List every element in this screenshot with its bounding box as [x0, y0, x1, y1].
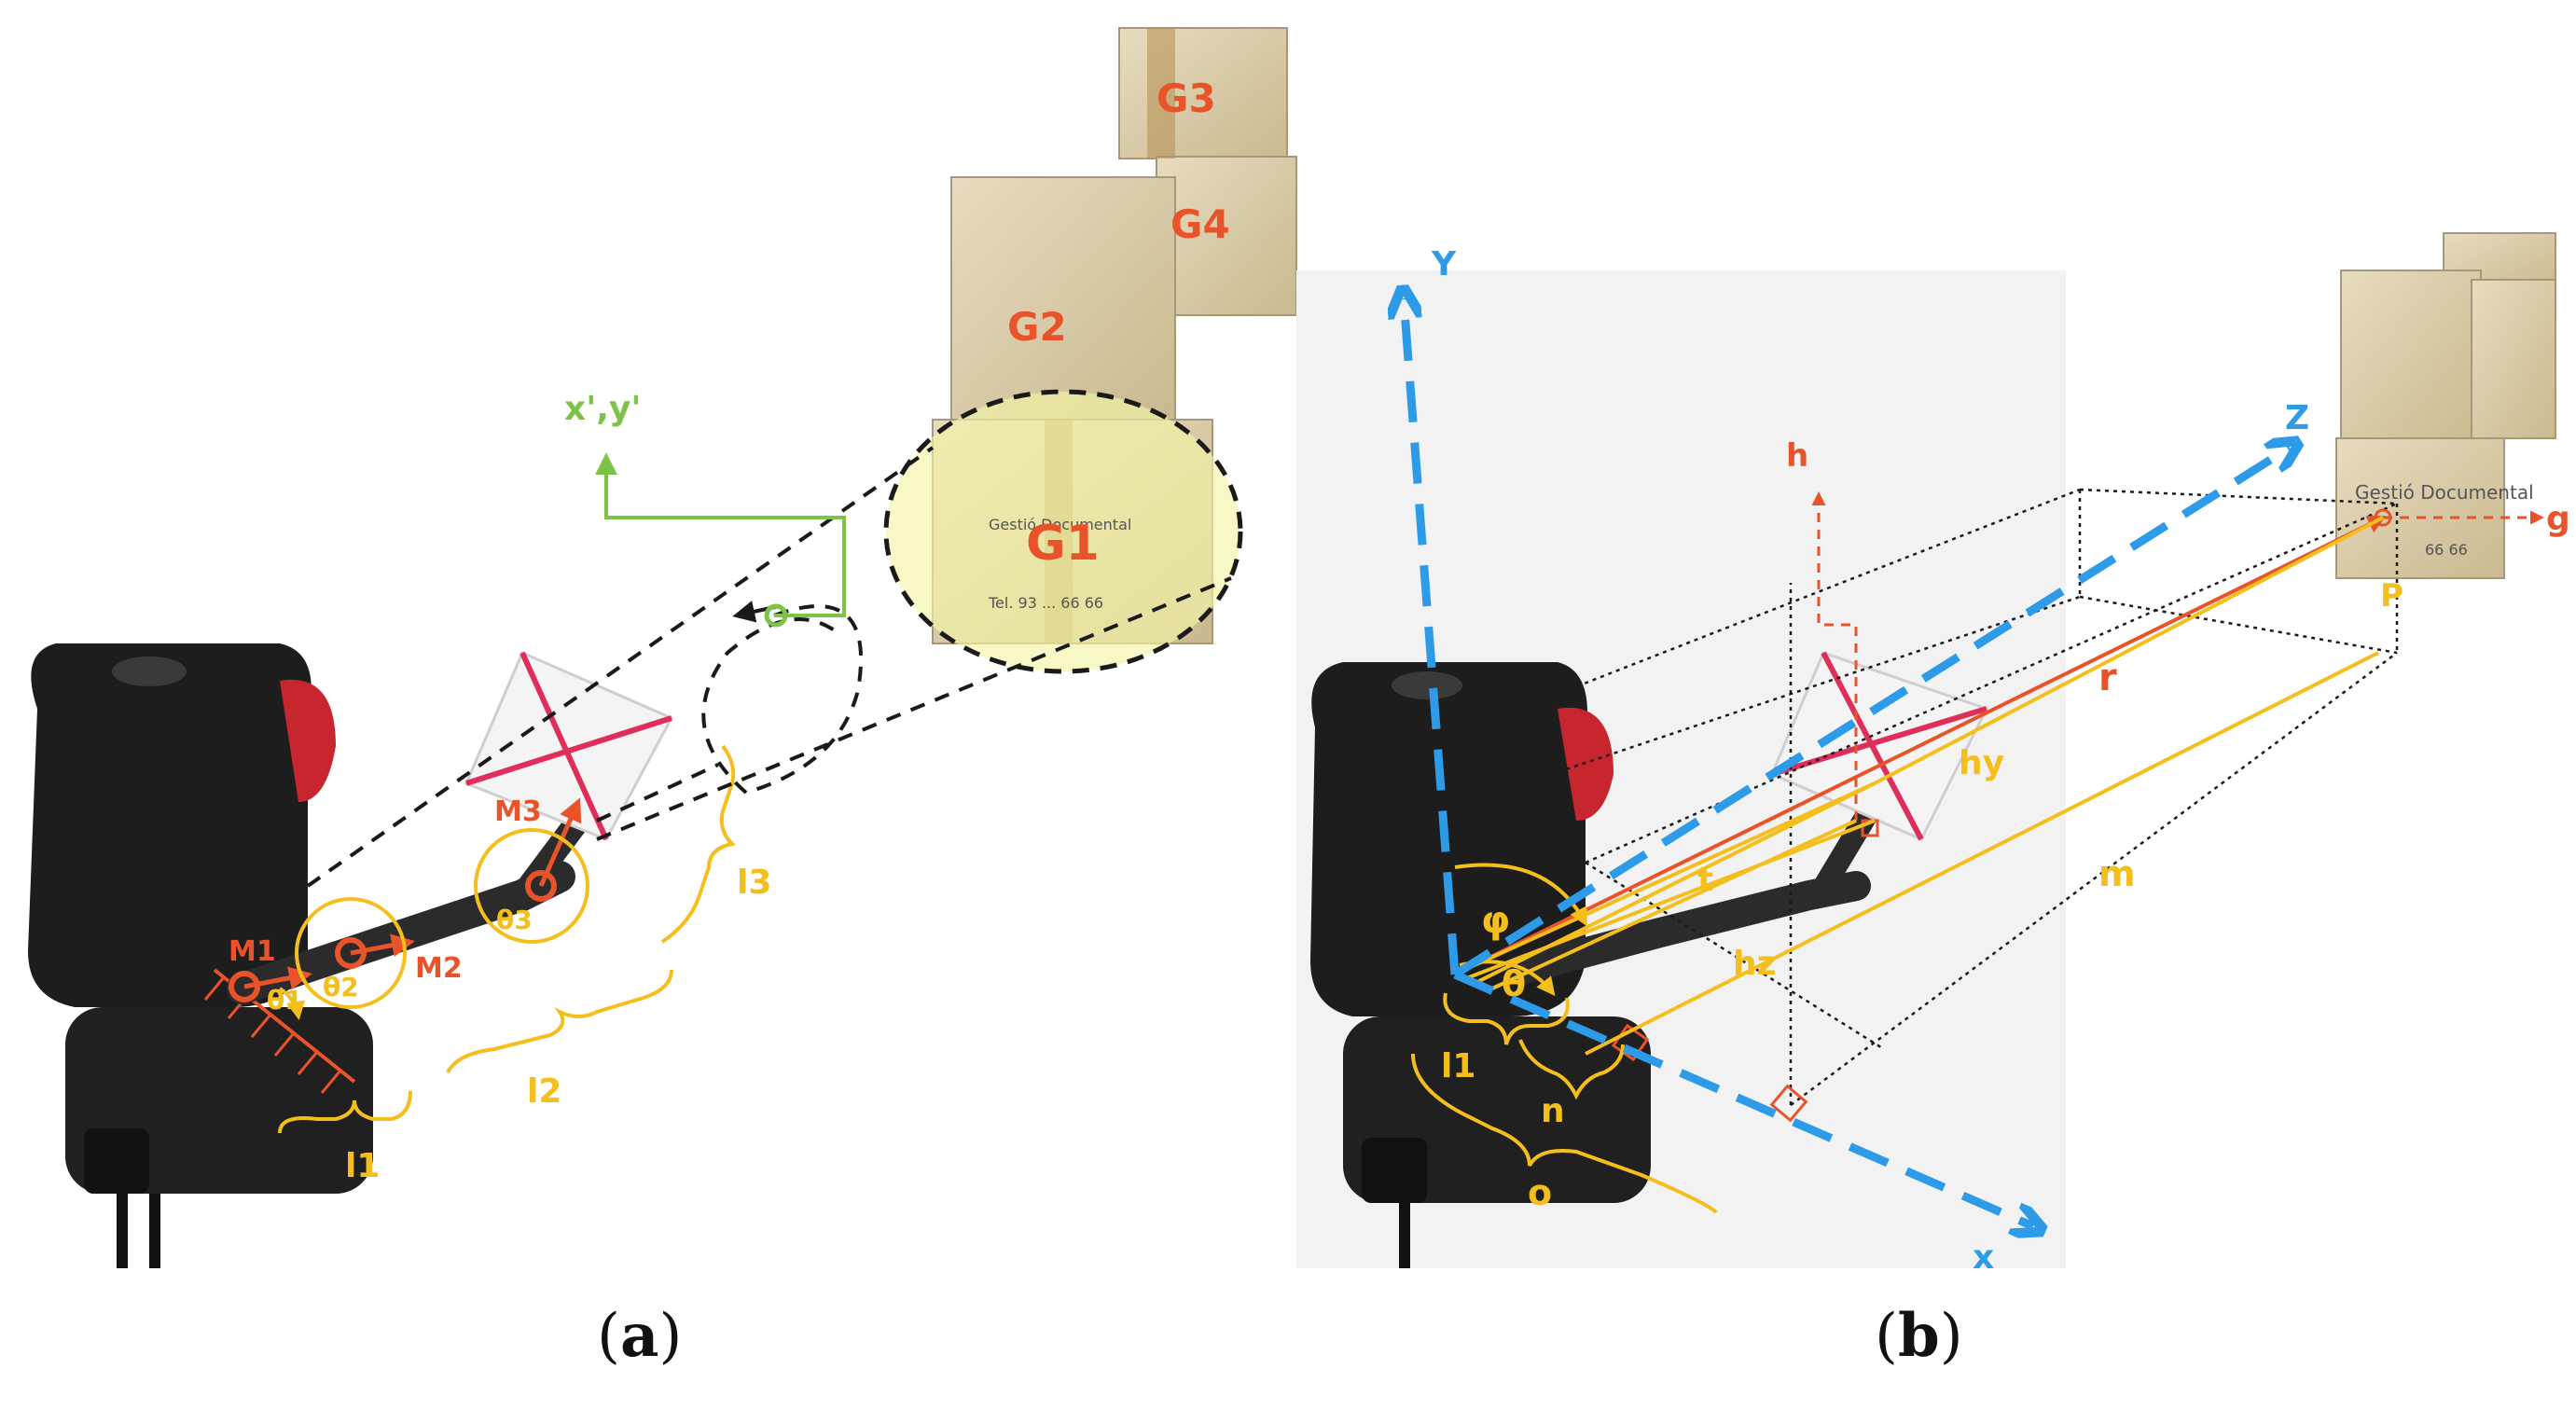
robot-body-a	[28, 643, 373, 1268]
robot-head	[28, 643, 312, 1007]
frame-label: x',y'	[564, 390, 641, 428]
phi-label: φ	[1481, 899, 1510, 942]
z-axis	[1452, 448, 2290, 978]
p-label: P	[2380, 577, 2403, 615]
panel-a: Gestió Documental Tel. 93 ... 66 66 G1 G…	[28, 27, 1297, 1268]
r-vector	[1454, 516, 2387, 976]
brace-l2	[446, 969, 673, 1074]
angle-label-theta3: θ3	[496, 905, 533, 935]
r-label: r	[2098, 657, 2117, 699]
robot-stand	[117, 1194, 128, 1268]
l1-label: l1	[1441, 1047, 1475, 1085]
projection-box	[1435, 488, 2399, 1107]
angle-label-theta1: θ1	[267, 985, 303, 1016]
hz-label: hz	[1733, 945, 1777, 983]
target-highlight	[883, 389, 1243, 674]
y-axis-label: Y	[1431, 245, 1457, 283]
h-label: h	[1786, 437, 1808, 475]
motor-m1-joint	[229, 971, 260, 1002]
camera-origin	[764, 603, 788, 628]
motor-label-m2: M2	[415, 952, 463, 985]
n-label: n	[1541, 1092, 1565, 1130]
angle-label-theta2: θ2	[323, 972, 359, 1002]
brace-o	[1411, 1053, 1718, 1214]
camera-frame-a	[595, 452, 846, 617]
box-brand-text: Gestió Documental	[989, 516, 1131, 533]
robot-camera	[84, 1128, 149, 1194]
box-g2	[950, 176, 1176, 421]
box-lower	[2335, 437, 2505, 579]
target-label-g1: G1	[1026, 516, 1100, 572]
t-label: t	[1697, 861, 1713, 899]
angle-arc-theta1	[278, 987, 306, 1020]
target-point	[2374, 508, 2392, 527]
o-label: o	[1528, 1172, 1552, 1213]
hy-label: hy	[1959, 744, 2004, 782]
motor-m2-joint	[335, 937, 367, 969]
angle-circle-theta2	[295, 897, 407, 1009]
robot-ear	[280, 679, 336, 802]
robot-ear	[1558, 707, 1613, 821]
link-label-l3: l3	[737, 864, 771, 902]
yellow-vectors	[1463, 516, 2384, 1056]
box-phone-text: Tel. 93 ... 66 66	[988, 594, 1103, 612]
y-axis	[1404, 298, 1460, 975]
motor-label-m3: M3	[494, 795, 542, 828]
robot-top-knob	[1392, 671, 1462, 699]
g-label: g	[2546, 500, 2570, 538]
caption-a: (a)	[597, 1301, 683, 1371]
brace-l1	[278, 1090, 412, 1134]
robot-top-knob	[112, 657, 187, 686]
brace-l1	[1443, 992, 1570, 1045]
world-axes	[1404, 298, 2290, 1226]
box-g4	[1156, 156, 1297, 316]
panel-b: Gestió Documental 66 66	[1296, 232, 2570, 1277]
view-cone-a	[306, 446, 1232, 888]
box-brand-text: Gestió Documental	[2355, 481, 2534, 504]
brace-n	[1518, 1039, 1625, 1100]
end-effector-a	[464, 651, 674, 841]
tape-strip	[1147, 28, 1175, 159]
z-axis-label: Z	[2285, 399, 2309, 437]
brace-l3	[660, 744, 737, 944]
target-label-g2: G2	[1007, 304, 1067, 350]
robot-stand	[149, 1194, 160, 1268]
target-label-g4: G4	[1170, 201, 1230, 247]
angle-circle-theta3	[474, 828, 589, 944]
arm-link	[1807, 791, 1886, 906]
robot-stand	[1399, 1203, 1410, 1268]
x-axis-label: x	[1973, 1238, 1994, 1277]
box-upper	[2340, 270, 2482, 449]
box-side	[2471, 279, 2556, 439]
robot-camera	[1362, 1138, 1427, 1203]
arm-link	[510, 809, 590, 907]
box-phone-text: 66 66	[2425, 541, 2468, 559]
box-stack-b: Gestió Documental 66 66	[2335, 232, 2556, 579]
link-label-l2: l2	[527, 1072, 561, 1111]
motor-label-m1: M1	[229, 935, 276, 968]
right-angle-marker	[1769, 1084, 1808, 1123]
phi-arc	[1454, 863, 1587, 927]
target-label-g3: G3	[1156, 76, 1216, 121]
link-label-l1: l1	[345, 1147, 380, 1185]
x-axis	[1453, 970, 2033, 1226]
caption-b: (b)	[1875, 1301, 1963, 1371]
motor-m3-joint	[525, 870, 557, 902]
m-label: m	[2098, 853, 2136, 894]
